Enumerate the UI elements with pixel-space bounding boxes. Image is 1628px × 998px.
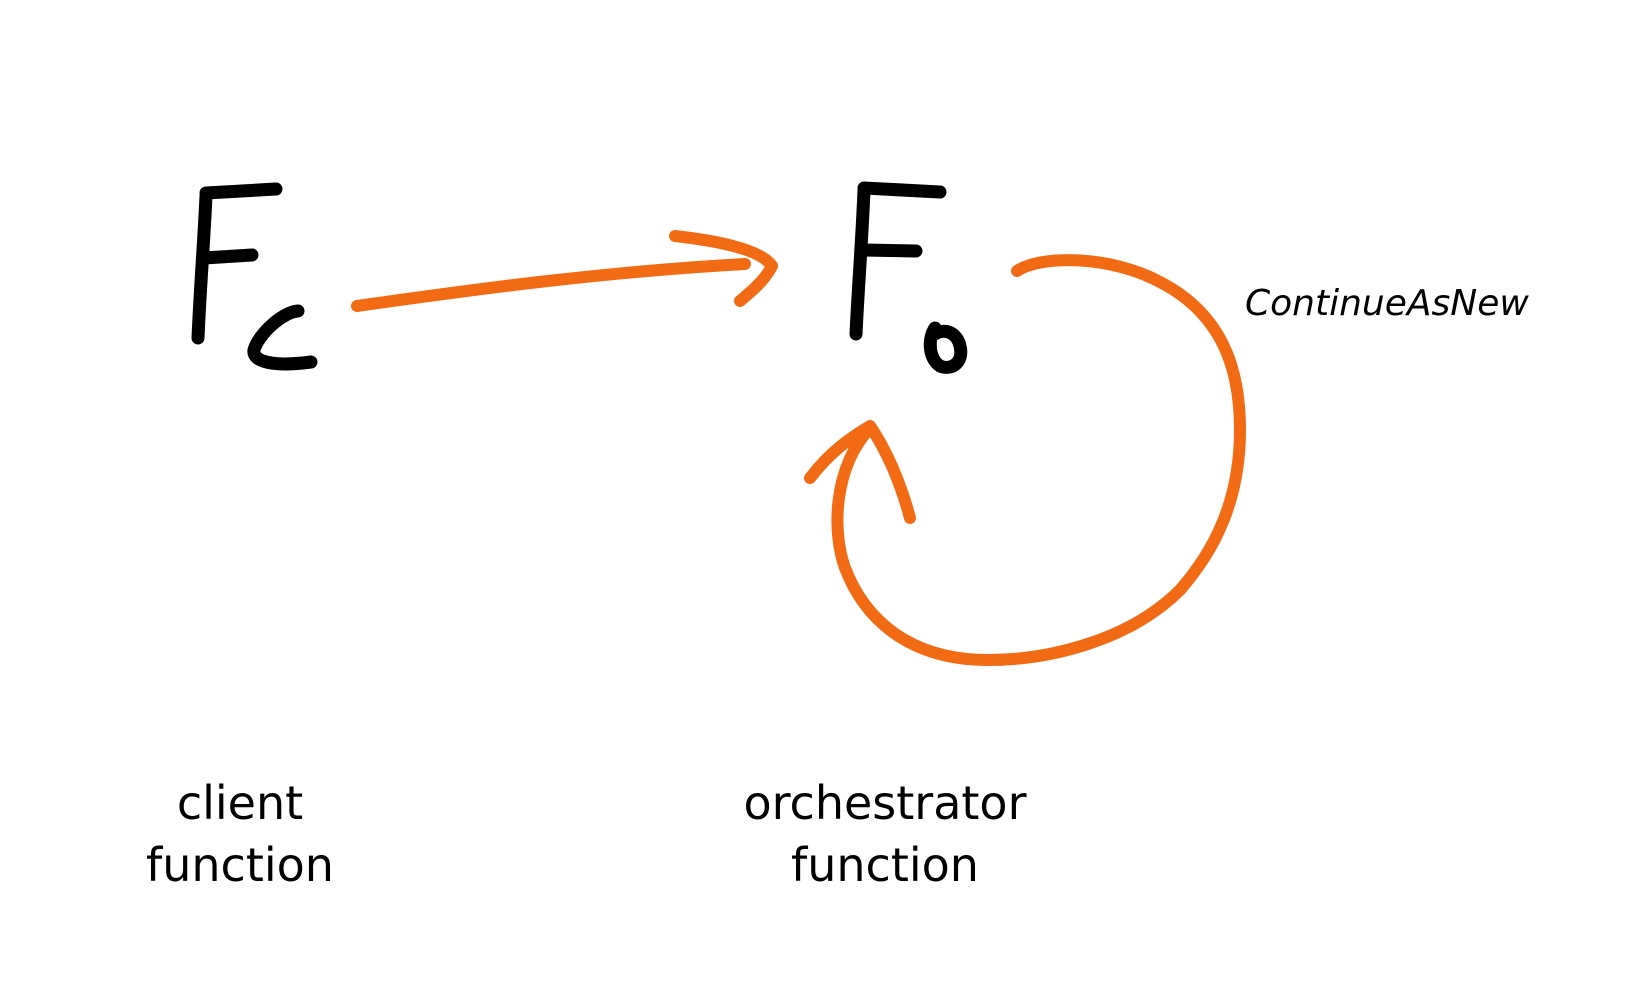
client-symbol-c-subscript bbox=[247, 304, 318, 371]
continue-as-new-loop bbox=[804, 254, 1246, 666]
call-arrow-head bbox=[669, 230, 778, 307]
client-function-symbol bbox=[191, 182, 318, 371]
orchestrator-label-line2: function bbox=[791, 838, 979, 892]
orchestrator-symbol-o-subscript bbox=[923, 321, 968, 374]
loop-arrow-curve bbox=[831, 254, 1246, 666]
call-arrow-shaft bbox=[351, 258, 751, 312]
client-symbol-F bbox=[191, 182, 283, 345]
loop-arrow-head bbox=[804, 420, 916, 524]
client-label-line1: client bbox=[176, 776, 304, 830]
call-arrow bbox=[351, 230, 778, 312]
orchestrator-function-label: orchestrator function bbox=[700, 772, 1070, 896]
orchestrator-function-symbol bbox=[849, 181, 968, 374]
orchestrator-label-line1: orchestrator bbox=[743, 776, 1027, 830]
client-function-label: client function bbox=[110, 772, 370, 896]
continue-as-new-label: ContinueAsNew bbox=[1245, 283, 1529, 324]
orchestrator-symbol-F bbox=[849, 181, 947, 341]
client-label-line2: function bbox=[146, 838, 334, 892]
